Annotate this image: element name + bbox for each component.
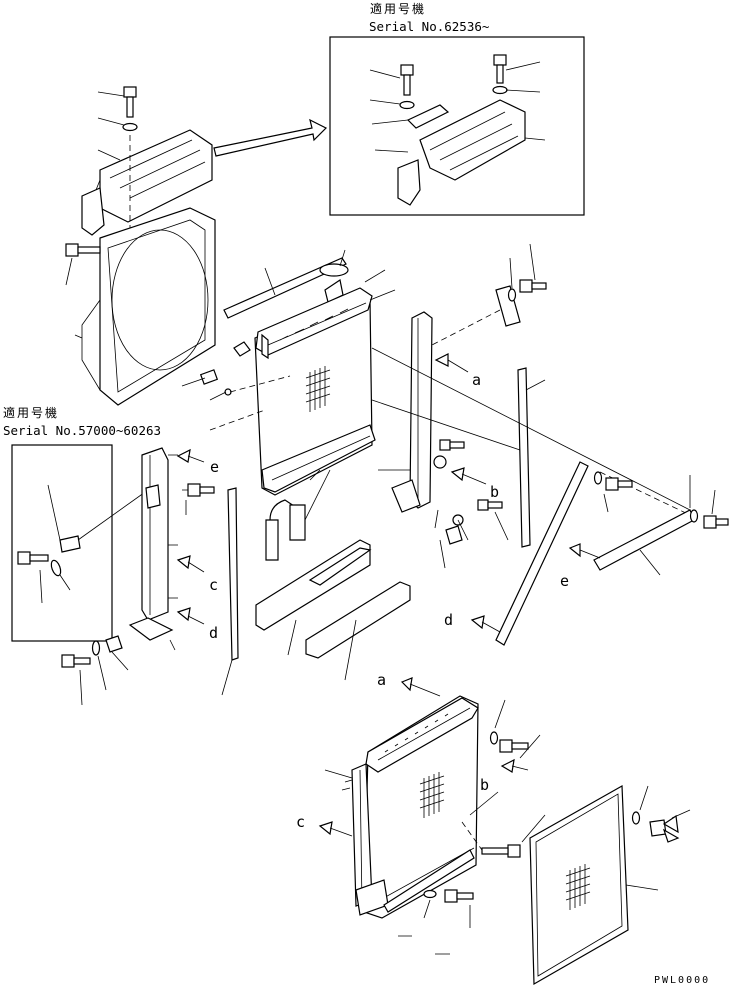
bolt-icon (187, 483, 215, 497)
callout-arrow-icon (176, 607, 191, 622)
callout-arrow-icon (470, 615, 485, 630)
callout-letter-a-3: a (377, 671, 386, 689)
callout-arrow-icon (176, 555, 191, 570)
shroud-bracket-assembly (65, 86, 216, 406)
assembled-radiator-view: a b c (296, 671, 546, 955)
bolt-icon (400, 64, 414, 96)
bolt-icon (519, 279, 547, 293)
clip-icon (105, 635, 123, 653)
screen-panel-icon (529, 784, 629, 986)
washer-icon (423, 889, 437, 899)
nut-icon (433, 455, 447, 469)
bolt-icon (605, 477, 633, 491)
callout-letter-d-2: d (444, 611, 453, 629)
callout-arrow-icon (568, 543, 581, 558)
bolt-icon (123, 86, 137, 118)
inset-top-frame (329, 36, 585, 216)
callout-letter-c-3: c (296, 813, 305, 831)
bolt-icon (493, 54, 507, 84)
callout-letter-b: b (490, 483, 499, 501)
washer-icon (91, 640, 101, 656)
inset-left-frame (11, 444, 113, 642)
rod-icon (227, 487, 239, 661)
callout-arrow-icon (434, 353, 449, 367)
plate-icon (406, 104, 450, 129)
rubber-block-icon (233, 341, 251, 357)
radiator-core-assembly (181, 249, 411, 681)
bolt-icon (61, 654, 91, 668)
washer-icon (399, 100, 415, 110)
right-stay-icon (409, 311, 433, 509)
bolt-icon (703, 515, 729, 529)
left-stay-icon (141, 447, 169, 621)
washer-icon (631, 811, 641, 825)
bolt-icon (65, 243, 101, 257)
upper-bracket-icon (99, 129, 213, 223)
bolt-icon (17, 551, 49, 565)
arrow-to-inset-icon (213, 118, 328, 157)
washer-icon (489, 731, 499, 745)
wing-bolt-icon (649, 814, 680, 843)
rod-icon (517, 367, 531, 548)
hose-clamp-icon (289, 504, 306, 541)
radiator-cap-icon (319, 263, 349, 277)
callout-letter-c: c (209, 576, 218, 594)
washer-icon (593, 471, 603, 485)
callout-letter-e: e (210, 458, 219, 476)
inset-top-serial-text: Serial No.62536~ (369, 19, 489, 34)
plate-icon (59, 535, 81, 553)
stay-plate-icon (495, 285, 521, 327)
bolt-icon (444, 889, 474, 903)
drain-plug-icon (199, 369, 232, 396)
washer-icon (50, 559, 62, 577)
tie-bar-icon (593, 509, 695, 571)
hose-icon (265, 519, 279, 561)
callout-letter-b-3: b (480, 776, 489, 794)
core-grid-icon (305, 366, 331, 412)
clip-icon (445, 525, 463, 545)
washer-icon (507, 288, 517, 302)
bracket-icon (419, 99, 526, 181)
inset-top-applicability-label: 適用号機 (370, 1, 426, 16)
bracket-foot-icon (397, 159, 421, 206)
callout-letter-a: a (472, 371, 481, 389)
seal-block-icon (305, 581, 411, 659)
bracket-tab-icon (81, 187, 105, 236)
drawing-code: PWL0000 (654, 975, 710, 986)
inset-left-serial-text: Serial No.57000~60263 (3, 423, 161, 438)
bolt-icon (439, 439, 465, 451)
washer-icon (122, 122, 138, 132)
screen-panel (529, 784, 691, 986)
bolt-icon (481, 844, 521, 858)
left-stay-assembly: e c d (61, 447, 239, 706)
inset-serial-57000: 適用号機 Serial No.57000~60263 (3, 405, 161, 642)
seal-strip-icon (223, 257, 347, 319)
bolt-icon (477, 499, 503, 511)
core-grid-icon (419, 772, 445, 818)
inset-left-applicability-label: 適用号機 (3, 405, 59, 420)
bolt-icon (499, 739, 529, 753)
washer-icon (689, 509, 699, 523)
washer-icon (492, 85, 508, 95)
screen-grid-icon (565, 864, 591, 910)
inset-serial-62536: 適用号機 Serial No.62536~ (329, 1, 585, 216)
callout-letter-d: d (209, 624, 218, 642)
right-stay-assembly: a b e d (371, 243, 729, 646)
callout-letter-e-2: e (560, 572, 569, 590)
diagonal-stay-icon (495, 461, 589, 646)
